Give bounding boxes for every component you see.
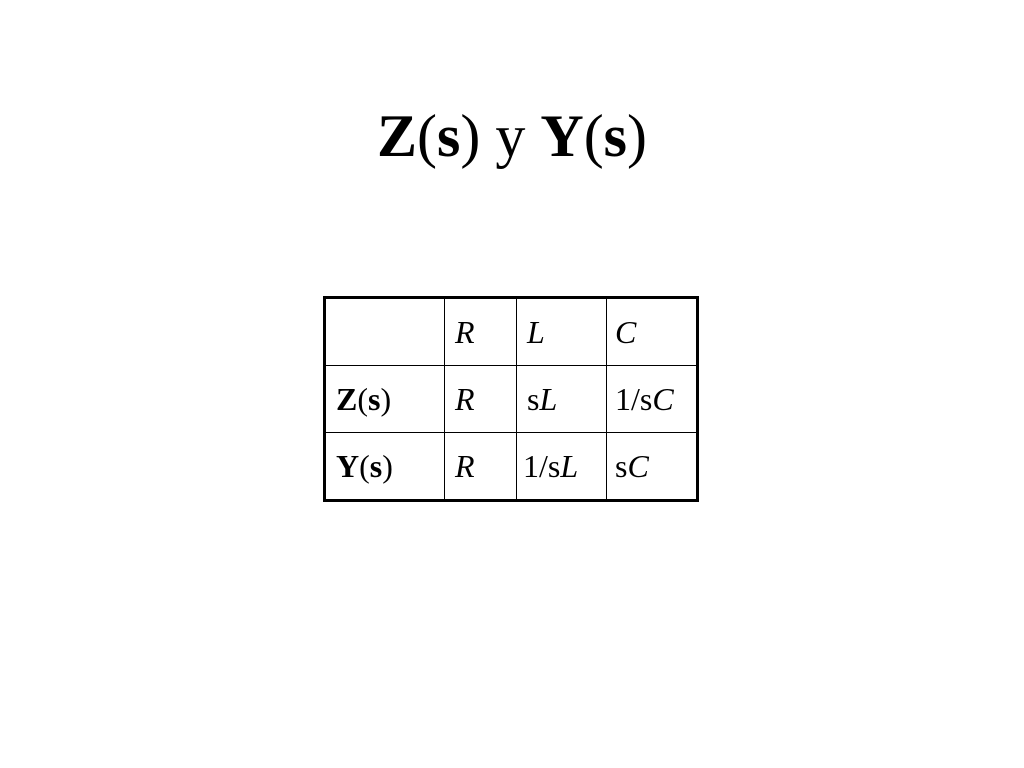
cell-variable: L xyxy=(560,448,579,484)
table-header-row: R L C xyxy=(324,297,698,366)
impedance-admittance-table: R L C Z(s) R sL 1/sC Y(s) R 1/sL sC xyxy=(323,296,699,502)
table-row-admittance: Y(s) R 1/sL sC xyxy=(324,432,698,501)
title-y-arg: s xyxy=(603,103,628,169)
row-label-impedance: Z(s) xyxy=(324,365,445,433)
header-c: C xyxy=(615,314,637,350)
table-row-impedance: Z(s) R sL 1/sC xyxy=(324,365,698,433)
impedance-capacitor-cell: 1/sC xyxy=(606,365,698,433)
row-label-admittance: Y(s) xyxy=(324,432,445,501)
admittance-capacitor-cell: sC xyxy=(606,432,698,501)
title-y-symbol: Y xyxy=(540,103,584,169)
cell-variable: C xyxy=(652,381,674,417)
cell-prefix: 1/s xyxy=(615,381,653,417)
row-label-symbol: Y xyxy=(336,448,360,484)
title-z-symbol: Z xyxy=(376,103,418,169)
impedance-resistor-cell: R xyxy=(444,365,517,433)
admittance-inductor-cell: 1/sL xyxy=(516,432,607,501)
cell-prefix: s xyxy=(527,381,540,417)
header-l: L xyxy=(527,314,545,350)
header-cell-capacitor: C xyxy=(606,297,698,366)
cell-prefix: 1/s xyxy=(523,448,561,484)
row-label-arg: s xyxy=(368,381,381,417)
row-label-symbol: Z xyxy=(336,381,358,417)
row-label-arg: s xyxy=(369,448,383,484)
title-joiner: y xyxy=(495,103,526,169)
slide-title: Z(s) y Y(s) xyxy=(376,103,648,169)
header-cell-resistor: R xyxy=(444,297,517,366)
cell-variable: L xyxy=(539,381,558,417)
impedance-inductor-cell: sL xyxy=(516,365,607,433)
cell-prefix: s xyxy=(615,448,628,484)
header-r: R xyxy=(455,314,475,350)
cell-variable: C xyxy=(627,448,649,484)
header-cell-inductor: L xyxy=(516,297,607,366)
title-z-arg: s xyxy=(437,103,461,169)
admittance-resistor-cell: R xyxy=(444,432,517,501)
cell-value: R xyxy=(455,448,475,484)
table-corner-cell xyxy=(324,297,445,366)
cell-value: R xyxy=(455,381,475,417)
